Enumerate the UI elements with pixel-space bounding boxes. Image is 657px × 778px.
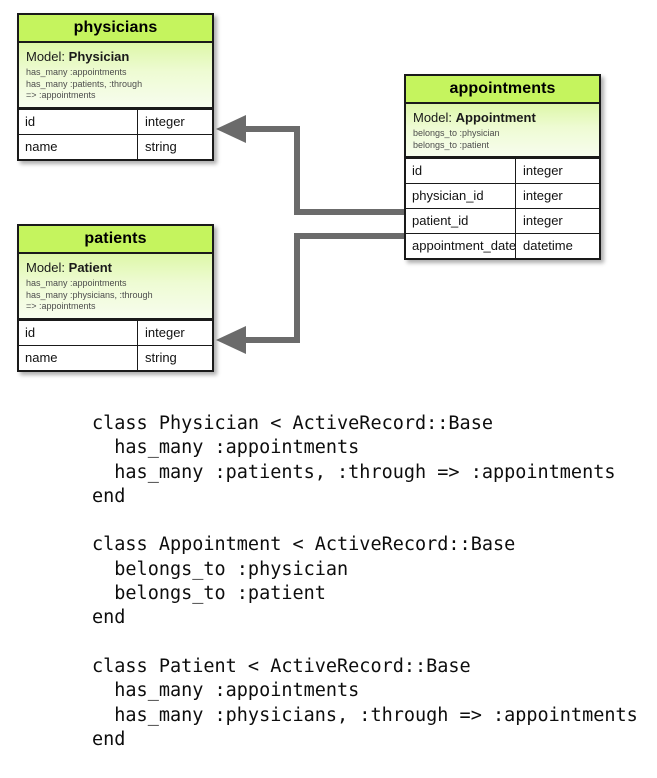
association-line: belongs_to :patient xyxy=(413,139,490,150)
code-line: has_many :physicians, :through => :appoi… xyxy=(92,704,638,726)
model-label-text: Model: xyxy=(26,260,66,275)
model-label-physicians: Model: Physician xyxy=(26,49,205,65)
code-line: belongs_to :patient xyxy=(92,583,326,605)
column-name: name xyxy=(19,134,138,159)
column-type: integer xyxy=(523,163,563,178)
code-line: class Appointment < ActiveRecord::Base xyxy=(92,534,516,556)
column-name: name xyxy=(19,345,138,370)
association-line: has_many :physicians, :through xyxy=(26,289,153,300)
column-type: integer xyxy=(523,188,563,203)
table-row: name string xyxy=(19,133,212,159)
column-type: string xyxy=(145,138,177,154)
column-name: id xyxy=(19,109,138,134)
code-line: end xyxy=(92,607,126,629)
table-row: id integer xyxy=(406,158,599,183)
association-line: has_many :patients, :through xyxy=(26,78,143,89)
code-line-blank xyxy=(92,509,638,533)
column-type: integer xyxy=(145,324,185,340)
column-name: patient_id xyxy=(406,209,516,233)
table-row: name string xyxy=(19,344,212,370)
entity-model-patients: Model: Patient has_many :appointments ha… xyxy=(19,254,212,320)
column-type: datetime xyxy=(523,238,573,253)
code-line: belongs_to :physician xyxy=(92,558,349,580)
entity-title-appointments: appointments xyxy=(406,76,599,104)
entity-physicians: physicians Model: Physician has_many :ap… xyxy=(17,13,214,161)
column-name: id xyxy=(406,159,516,183)
column-type: integer xyxy=(145,113,185,129)
table-row: id integer xyxy=(19,319,212,345)
model-name-text: Appointment xyxy=(455,110,536,125)
association-line: belongs_to :physician xyxy=(413,128,500,138)
column-type: integer xyxy=(523,213,563,228)
association-line: has_many :appointments xyxy=(26,278,127,288)
model-label-text: Model: xyxy=(26,49,66,64)
entity-title-patients: patients xyxy=(19,226,212,254)
table-row: patient_id integer xyxy=(406,208,599,233)
entity-model-appointments: Model: Appointment belongs_to :physician… xyxy=(406,104,599,158)
model-label-text: Model: xyxy=(413,110,453,125)
code-line: has_many :patients, :through => :appoint… xyxy=(92,461,616,483)
code-line: class Patient < ActiveRecord::Base xyxy=(92,655,471,677)
association-line: has_many :appointments xyxy=(26,67,127,77)
column-type: string xyxy=(145,349,177,365)
entity-patients: patients Model: Patient has_many :appoin… xyxy=(17,224,214,372)
table-row: id integer xyxy=(19,108,212,134)
ruby-code-block: class Physician < ActiveRecord::Base has… xyxy=(92,412,638,752)
entity-model-physicians: Model: Physician has_many :appointments … xyxy=(19,43,212,109)
code-line: end xyxy=(92,485,126,507)
code-line: has_many :appointments xyxy=(92,437,360,459)
entity-title-physicians: physicians xyxy=(19,15,212,43)
table-row: appointment_date datetime xyxy=(406,233,599,258)
model-name-text: Patient xyxy=(68,260,112,275)
column-name: id xyxy=(19,320,138,345)
model-name-text: Physician xyxy=(68,49,130,64)
model-label-appointments: Model: Appointment xyxy=(413,110,592,126)
code-line: class Physician < ActiveRecord::Base xyxy=(92,413,493,434)
entity-appointments: appointments Model: Appointment belongs_… xyxy=(404,74,601,260)
code-line: has_many :appointments xyxy=(92,680,360,702)
code-line-blank xyxy=(92,631,638,655)
code-line: end xyxy=(92,728,126,750)
column-name: physician_id xyxy=(406,184,516,208)
association-line: => :appointments xyxy=(26,90,96,100)
model-label-patients: Model: Patient xyxy=(26,260,205,276)
connector-physician-id xyxy=(216,115,404,215)
association-line: => :appointments xyxy=(26,301,96,311)
connector-patient-id xyxy=(216,233,404,354)
column-name: appointment_date xyxy=(406,234,516,258)
table-row: physician_id integer xyxy=(406,183,599,208)
